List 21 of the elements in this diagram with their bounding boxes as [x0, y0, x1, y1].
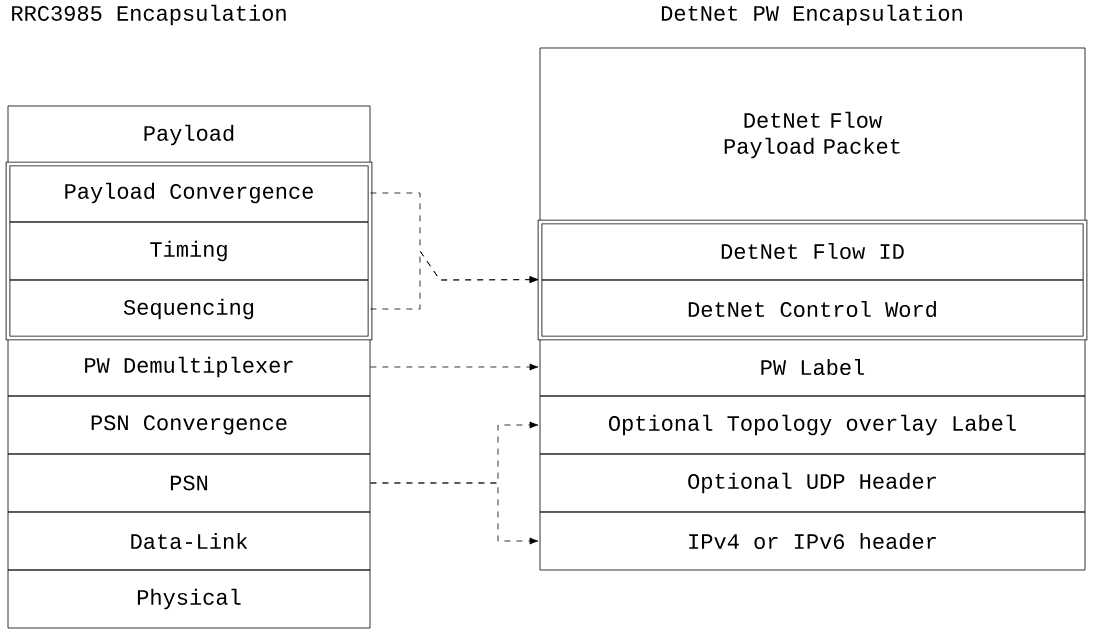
layer-box: Sequencing [7, 279, 371, 339]
layer-box: PW Label [539, 337, 1086, 397]
layer-box: Optional UDP Header [539, 453, 1086, 513]
layer-box: DetNet Flow Payload Packet [539, 47, 1086, 223]
layer-box: Data-Link [7, 511, 371, 571]
arrow [370, 482, 539, 545]
layer-box: Payload [7, 105, 371, 165]
layer-box: DetNet Control Word [539, 279, 1086, 339]
layer-box: Physical [7, 569, 371, 629]
layer-box: PW Demultiplexer [7, 337, 371, 397]
arrow [370, 363, 539, 371]
node-label: DetNet Flow ID [721, 242, 904, 260]
heading: RRC3985 Encapsulation [12, 4, 286, 26]
arrow [370, 250, 539, 310]
layer-box: Timing [7, 221, 371, 281]
heading: DetNet PW Encapsulation [661, 4, 962, 26]
node-label: Payload Convergence [65, 182, 313, 204]
layer-box: PSN Convergence [7, 395, 371, 455]
layer-box: Optional Topology overlay Label [539, 395, 1086, 455]
layer-box: IPv4 or IPv6 header [539, 511, 1086, 571]
layer-box: PSN [7, 453, 371, 513]
